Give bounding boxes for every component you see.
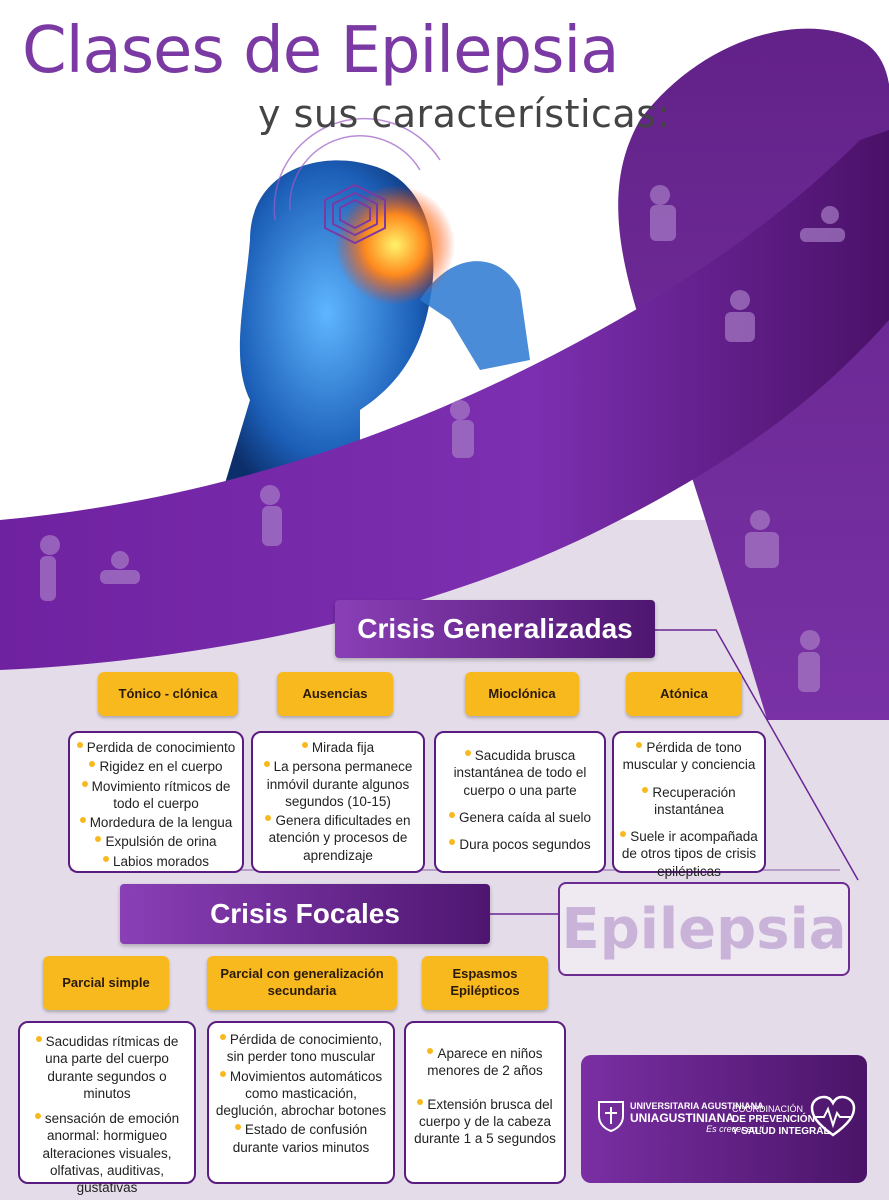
page-subtitle: y sus características: bbox=[258, 92, 670, 136]
coordination-line1: COORDINACIÓN bbox=[732, 1104, 804, 1114]
list-item: Genera dificultades en atención y proces… bbox=[259, 812, 417, 864]
university-name-line1: UNIVERSITARIA AGUSTINIANA bbox=[630, 1101, 764, 1111]
type-tag-espasmos: Espasmos Epilépticos bbox=[422, 956, 548, 1010]
card-parcial-simple: Sacudidas rítmicas de una parte del cuer… bbox=[18, 1021, 196, 1195]
university-shield-icon bbox=[598, 1101, 624, 1132]
list-item: Suele ir acompañada de otros tipos de cr… bbox=[621, 829, 758, 879]
people-silhouettes bbox=[40, 185, 845, 692]
list-item: sensación de emoción anormal: hormigueo … bbox=[26, 1110, 188, 1196]
list-item: Rigidez en el cuerpo bbox=[76, 758, 236, 775]
list-item: Expulsión de orina bbox=[76, 833, 236, 850]
list-item: Dura pocos segundos bbox=[442, 836, 598, 853]
type-tag-tonico-clonica: Tónico - clónica bbox=[98, 672, 238, 716]
list-item: Pérdida de tono muscular y conciencia bbox=[620, 739, 758, 774]
head-illustration bbox=[220, 117, 530, 501]
page-title: Clases de Epilepsia bbox=[22, 14, 619, 88]
university-logo-text: UNIVERSITARIA AGUSTINIANA UNIAGUSTINIANA… bbox=[630, 1101, 764, 1135]
list-item: Movimientos automáticos como masticación… bbox=[215, 1068, 387, 1119]
coordination-line3: Y SALUD INTEGRAL bbox=[732, 1125, 830, 1137]
type-tag-atonica: Atónica bbox=[626, 672, 742, 716]
type-tag-ausencias: Ausencias bbox=[277, 672, 393, 716]
focal-section-title: Crisis Focales bbox=[120, 884, 490, 944]
card-tonico-clonica: Perdida de conocimiento Rigidez en el cu… bbox=[68, 731, 244, 873]
awareness-ribbon-illustration bbox=[0, 28, 889, 720]
list-item: Recuperación instantánea bbox=[620, 784, 758, 819]
list-item: Pérdida de conocimiento, sin perder tono… bbox=[215, 1031, 387, 1066]
heart-icon bbox=[810, 1095, 856, 1137]
card-atonica: Pérdida de tono muscular y conciencia Re… bbox=[612, 731, 766, 879]
list-item: Mirada fija bbox=[259, 739, 417, 756]
generalized-section-title: Crisis Generalizadas bbox=[335, 600, 655, 658]
list-item: Mordedura de la lengua bbox=[76, 814, 236, 831]
type-tag-mioclonica: Mioclónica bbox=[465, 672, 579, 716]
epilepsia-label: Epilepsia bbox=[561, 896, 847, 962]
list-item: Aparece en niños menores de 2 años bbox=[412, 1045, 558, 1080]
list-item: Extensión brusca del cuerpo y de la cabe… bbox=[412, 1096, 558, 1148]
card-parcial-generalizacion: Pérdida de conocimiento, sin perder tono… bbox=[207, 1021, 395, 1184]
list-item: Sacudidas rítmicas de una parte del cuer… bbox=[26, 1033, 188, 1102]
list-item: Sacudida brusca instantánea de todo el c… bbox=[442, 747, 598, 799]
card-espasmos: Aparece en niños menores de 2 años Exten… bbox=[404, 1021, 566, 1184]
coordination-line2: DE PREVENCIÓN bbox=[732, 1114, 815, 1126]
coordination-logo-text: COORDINACIÓN DE PREVENCIÓN Y SALUD INTEG… bbox=[732, 1104, 830, 1137]
epilepsia-label-box: Epilepsia bbox=[558, 882, 850, 976]
university-slogan: Es crecer en ti bbox=[706, 1124, 764, 1135]
university-name-line2: UNIAGUSTINIANA bbox=[630, 1110, 734, 1125]
list-item: La persona permanece inmóvil durante alg… bbox=[259, 758, 417, 810]
list-item: Movimiento rítmicos de todo el cuerpo bbox=[76, 778, 236, 813]
type-tag-parcial-simple: Parcial simple bbox=[43, 956, 169, 1010]
list-item: Estado de confusión durante varios minut… bbox=[215, 1121, 387, 1156]
card-ausencias: Mirada fija La persona permanece inmóvil… bbox=[251, 731, 425, 873]
card-mioclonica: Sacudida brusca instantánea de todo el c… bbox=[434, 731, 606, 873]
logos-panel bbox=[581, 1055, 867, 1183]
type-tag-parcial-generalizacion: Parcial con generalización secundaria bbox=[207, 956, 397, 1010]
list-item: Labios morados bbox=[76, 853, 236, 870]
list-item: Perdida de conocimiento bbox=[76, 739, 236, 756]
list-item: Genera caída al suelo bbox=[442, 809, 598, 826]
